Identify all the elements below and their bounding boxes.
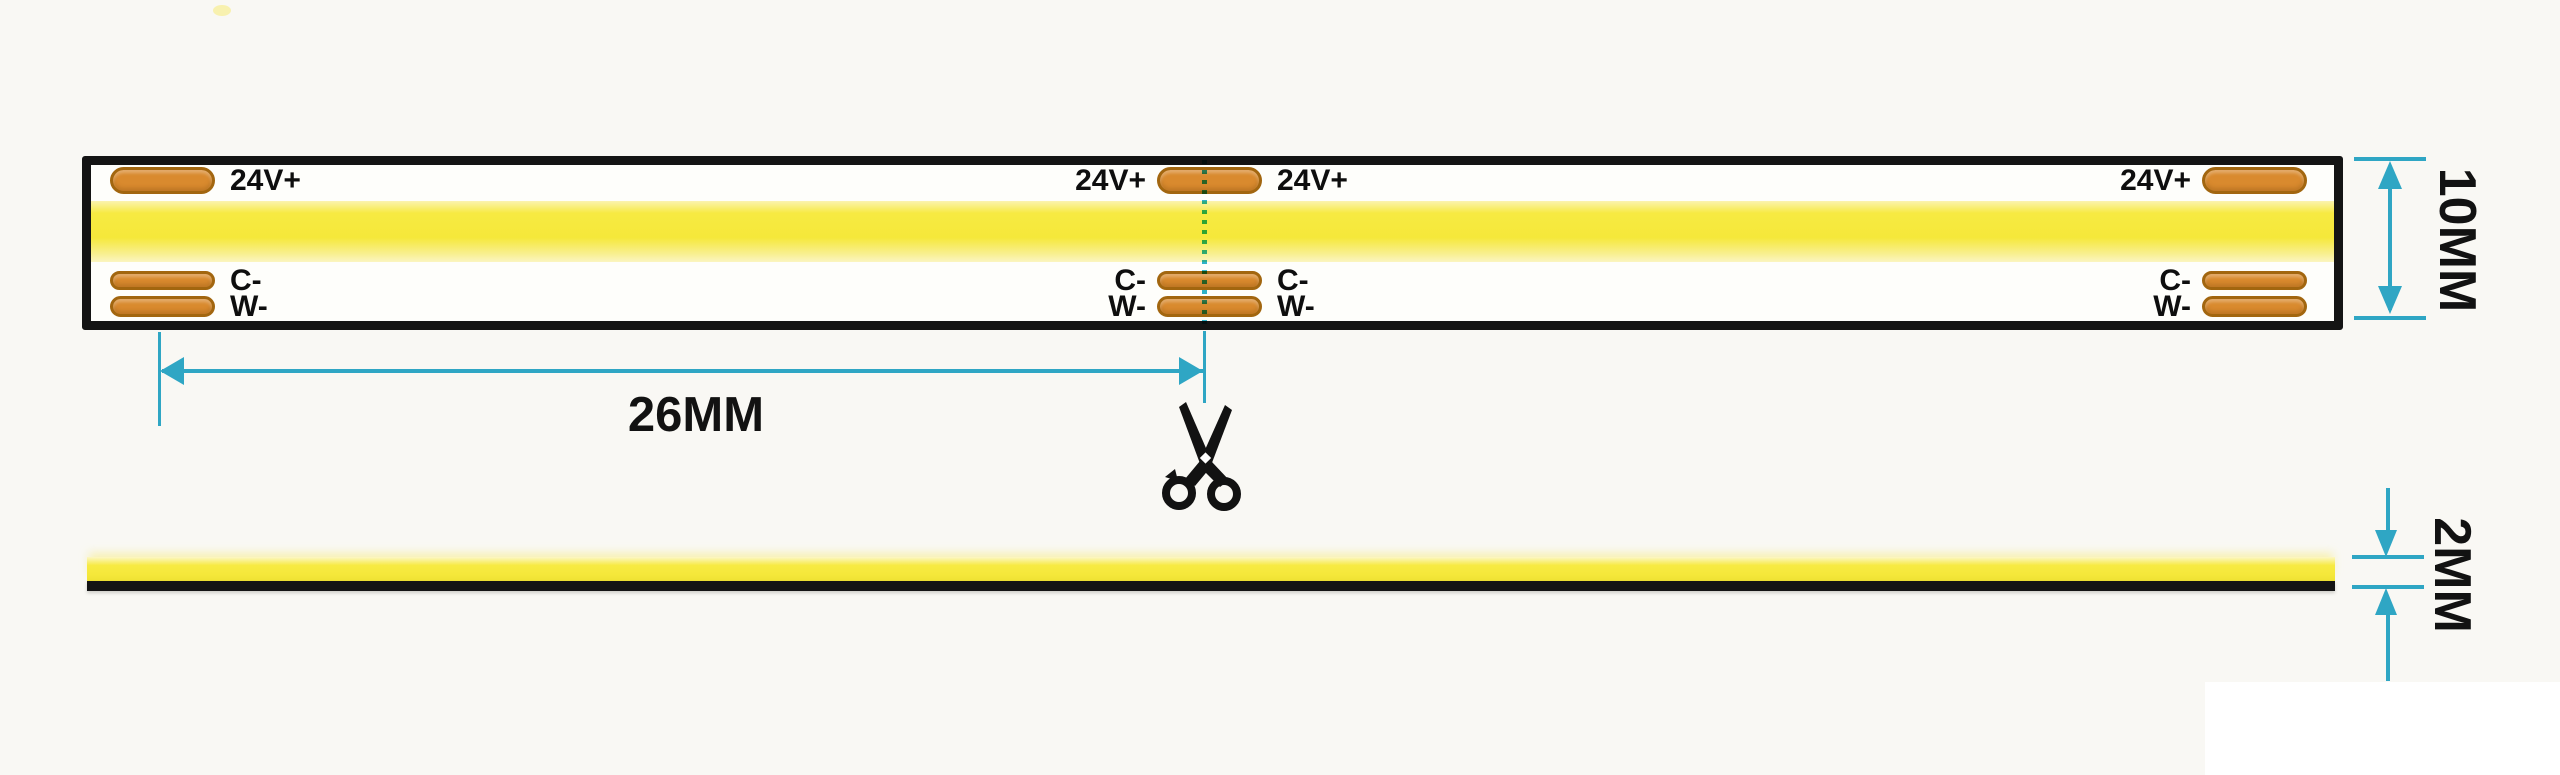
dimension-line-26mm: [162, 369, 1204, 373]
arrowhead-up-icon: [2375, 588, 2397, 615]
extension-line-left: [158, 332, 161, 426]
pad-label-24v-right: 24V+: [2120, 164, 2191, 197]
pad-label-w-mid-left: W-: [1108, 290, 1146, 323]
tick-line-2mm-bottom: [2352, 585, 2424, 589]
dimension-line-2mm-lower: [2386, 614, 2390, 681]
dimension-line-2mm-upper: [2386, 488, 2390, 532]
paint-speck: [213, 5, 231, 16]
pad-label-w-right: W-: [2153, 290, 2191, 323]
solder-pad-c-middle: [1157, 271, 1262, 290]
pad-label-24v-left: 24V+: [230, 164, 301, 197]
cut-line-dotted: [1202, 160, 1207, 329]
tick-line-10mm-top: [2354, 157, 2426, 161]
scissors-icon: [1162, 402, 1241, 511]
solder-pad-w-middle: [1157, 296, 1262, 317]
side-view-pcb-layer: [87, 581, 2335, 591]
watermark-cover-box: [2205, 682, 2560, 775]
solder-pad-c-left: [110, 271, 215, 290]
solder-pad-24v-middle: [1157, 167, 1262, 194]
extension-line-cut: [1203, 331, 1206, 403]
pad-label-c-right: C-: [2159, 264, 2191, 297]
dimension-label-2mm: 2MM: [2423, 517, 2481, 633]
solder-pad-24v-right: [2202, 167, 2307, 194]
side-view-phosphor-layer: [87, 557, 2335, 581]
solder-pad-w-right: [2202, 296, 2307, 317]
pad-label-w-left: W-: [230, 290, 268, 323]
tick-line-2mm-top: [2352, 555, 2424, 559]
solder-pad-c-right: [2202, 271, 2307, 290]
arrowhead-left-icon: [160, 357, 184, 385]
solder-pad-24v-left: [110, 167, 215, 194]
pad-label-c-left: C-: [230, 264, 262, 297]
arrowhead-down-icon: [2378, 286, 2402, 314]
tick-line-10mm-bottom: [2354, 316, 2426, 320]
pad-label-24v-mid-left: 24V+: [1075, 164, 1146, 197]
solder-pad-w-left: [110, 296, 215, 317]
pad-label-24v-mid-right: 24V+: [1277, 164, 1348, 197]
dimension-label-26mm: 26MM: [627, 388, 765, 442]
pad-label-w-mid-right: W-: [1277, 290, 1315, 323]
pad-label-c-mid-left: C-: [1114, 264, 1146, 297]
arrowhead-up-icon: [2378, 161, 2402, 189]
arrowhead-right-icon: [1179, 357, 1203, 385]
cob-phosphor-band: [91, 201, 2334, 262]
dimension-line-10mm: [2388, 168, 2392, 310]
dimension-label-10mm: 10MM: [2428, 167, 2486, 313]
arrowhead-down-icon: [2375, 530, 2397, 557]
pad-label-c-mid-right: C-: [1277, 264, 1309, 297]
